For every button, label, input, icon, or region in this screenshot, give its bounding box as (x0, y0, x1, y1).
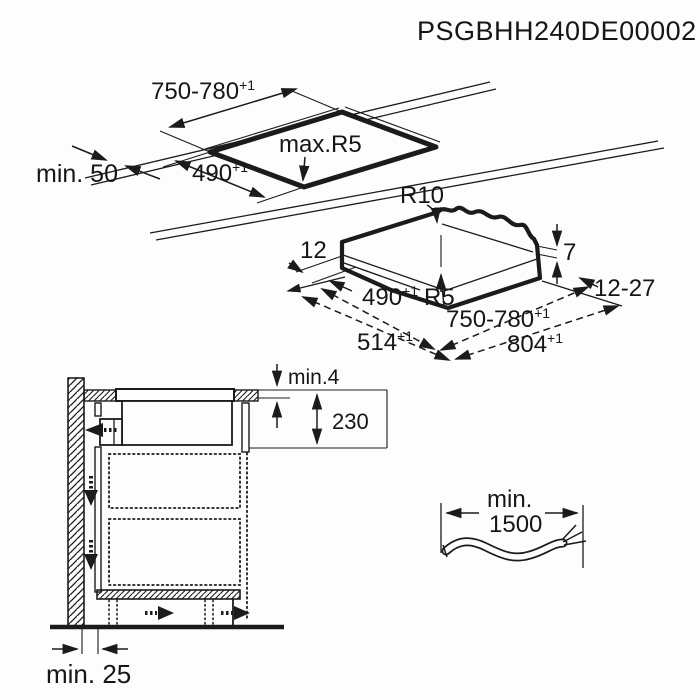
hob-overall-depth-label: 514+1 (357, 328, 413, 356)
cabinet-bottom-shelf (96, 589, 241, 600)
cabinet-front-panel (241, 402, 250, 453)
hob-profile-diagram: R10 12 7 12-27 R5 (286, 182, 655, 361)
counter-plane-left (286, 276, 346, 293)
cutout-min-distance: min. 50 (36, 145, 161, 188)
drawing-number: PSGBHH240DE00002 (417, 16, 697, 46)
cabinet-back-panel (94, 446, 102, 593)
hob-thickness-label: 7 (563, 239, 576, 266)
hob-body-depth-label: 490+1 (362, 283, 418, 311)
wall-distance-dimension: min. 25 (46, 627, 131, 689)
worktop-cutout-diagram: 750-780+1 490+1 max.R5 min. 50 (36, 77, 665, 241)
hob-overlap-dimension: 12-27 (578, 275, 655, 302)
reference-lines (249, 389, 388, 449)
hob-glass-section (115, 388, 235, 402)
wall-distance-label: min. 25 (46, 659, 131, 689)
cutout-radius-label: max.R5 (279, 131, 362, 158)
cutout-width-label: 750-780+1 (151, 77, 255, 105)
hob-top-radius-label: R10 (400, 182, 444, 209)
hob-top-radius: R10 (400, 182, 444, 225)
worktop-cutout-opening (207, 109, 439, 190)
cutout-depth-dimension: 490+1 (162, 151, 305, 204)
clearance-dimension: 230 (311, 392, 369, 446)
cutout-corner-radius: max.R5 (279, 131, 362, 183)
cable-length-value: 1500 (489, 511, 542, 538)
cable-extension-lines (440, 503, 584, 568)
hob-overlap-label: 12-27 (594, 275, 655, 302)
top-gap-dimension: min.4 (271, 364, 340, 428)
cable-length-prefix: min. (487, 486, 532, 513)
airflow-arrows (84, 423, 250, 620)
drawer-outlines (108, 452, 248, 621)
cabinet-side-view-diagram: min.4 230 min. 25 (46, 364, 388, 689)
cutout-depth-label: 490+1 (192, 159, 248, 187)
hob-body-section (121, 400, 233, 446)
hob-body-inner-edges (342, 223, 538, 307)
rear-trim (94, 402, 102, 417)
hob-thickness-dimension: 7 (536, 224, 576, 284)
hob-body-width-label: 750-780+1 (446, 305, 550, 333)
hob-overall-width-label: 804+1 (507, 330, 563, 358)
top-gap-label: min.4 (288, 366, 340, 389)
hob-lip-label: 12 (300, 237, 327, 264)
cutout-width-dimension: 750-780+1 (151, 77, 343, 153)
worktop-section-right (231, 389, 259, 402)
cable-drawing (441, 524, 587, 562)
hob-dashed-dimensions (301, 286, 620, 361)
min-distance-label: min. 50 (36, 160, 118, 188)
mains-cable-diagram: min. 1500 (440, 486, 587, 568)
cutout-edge-accents (204, 106, 441, 150)
wall-section (67, 377, 85, 628)
hob-lip-dimension: 12 (287, 237, 357, 292)
worktop-section-left (83, 389, 121, 402)
clearance-label: 230 (332, 409, 369, 434)
